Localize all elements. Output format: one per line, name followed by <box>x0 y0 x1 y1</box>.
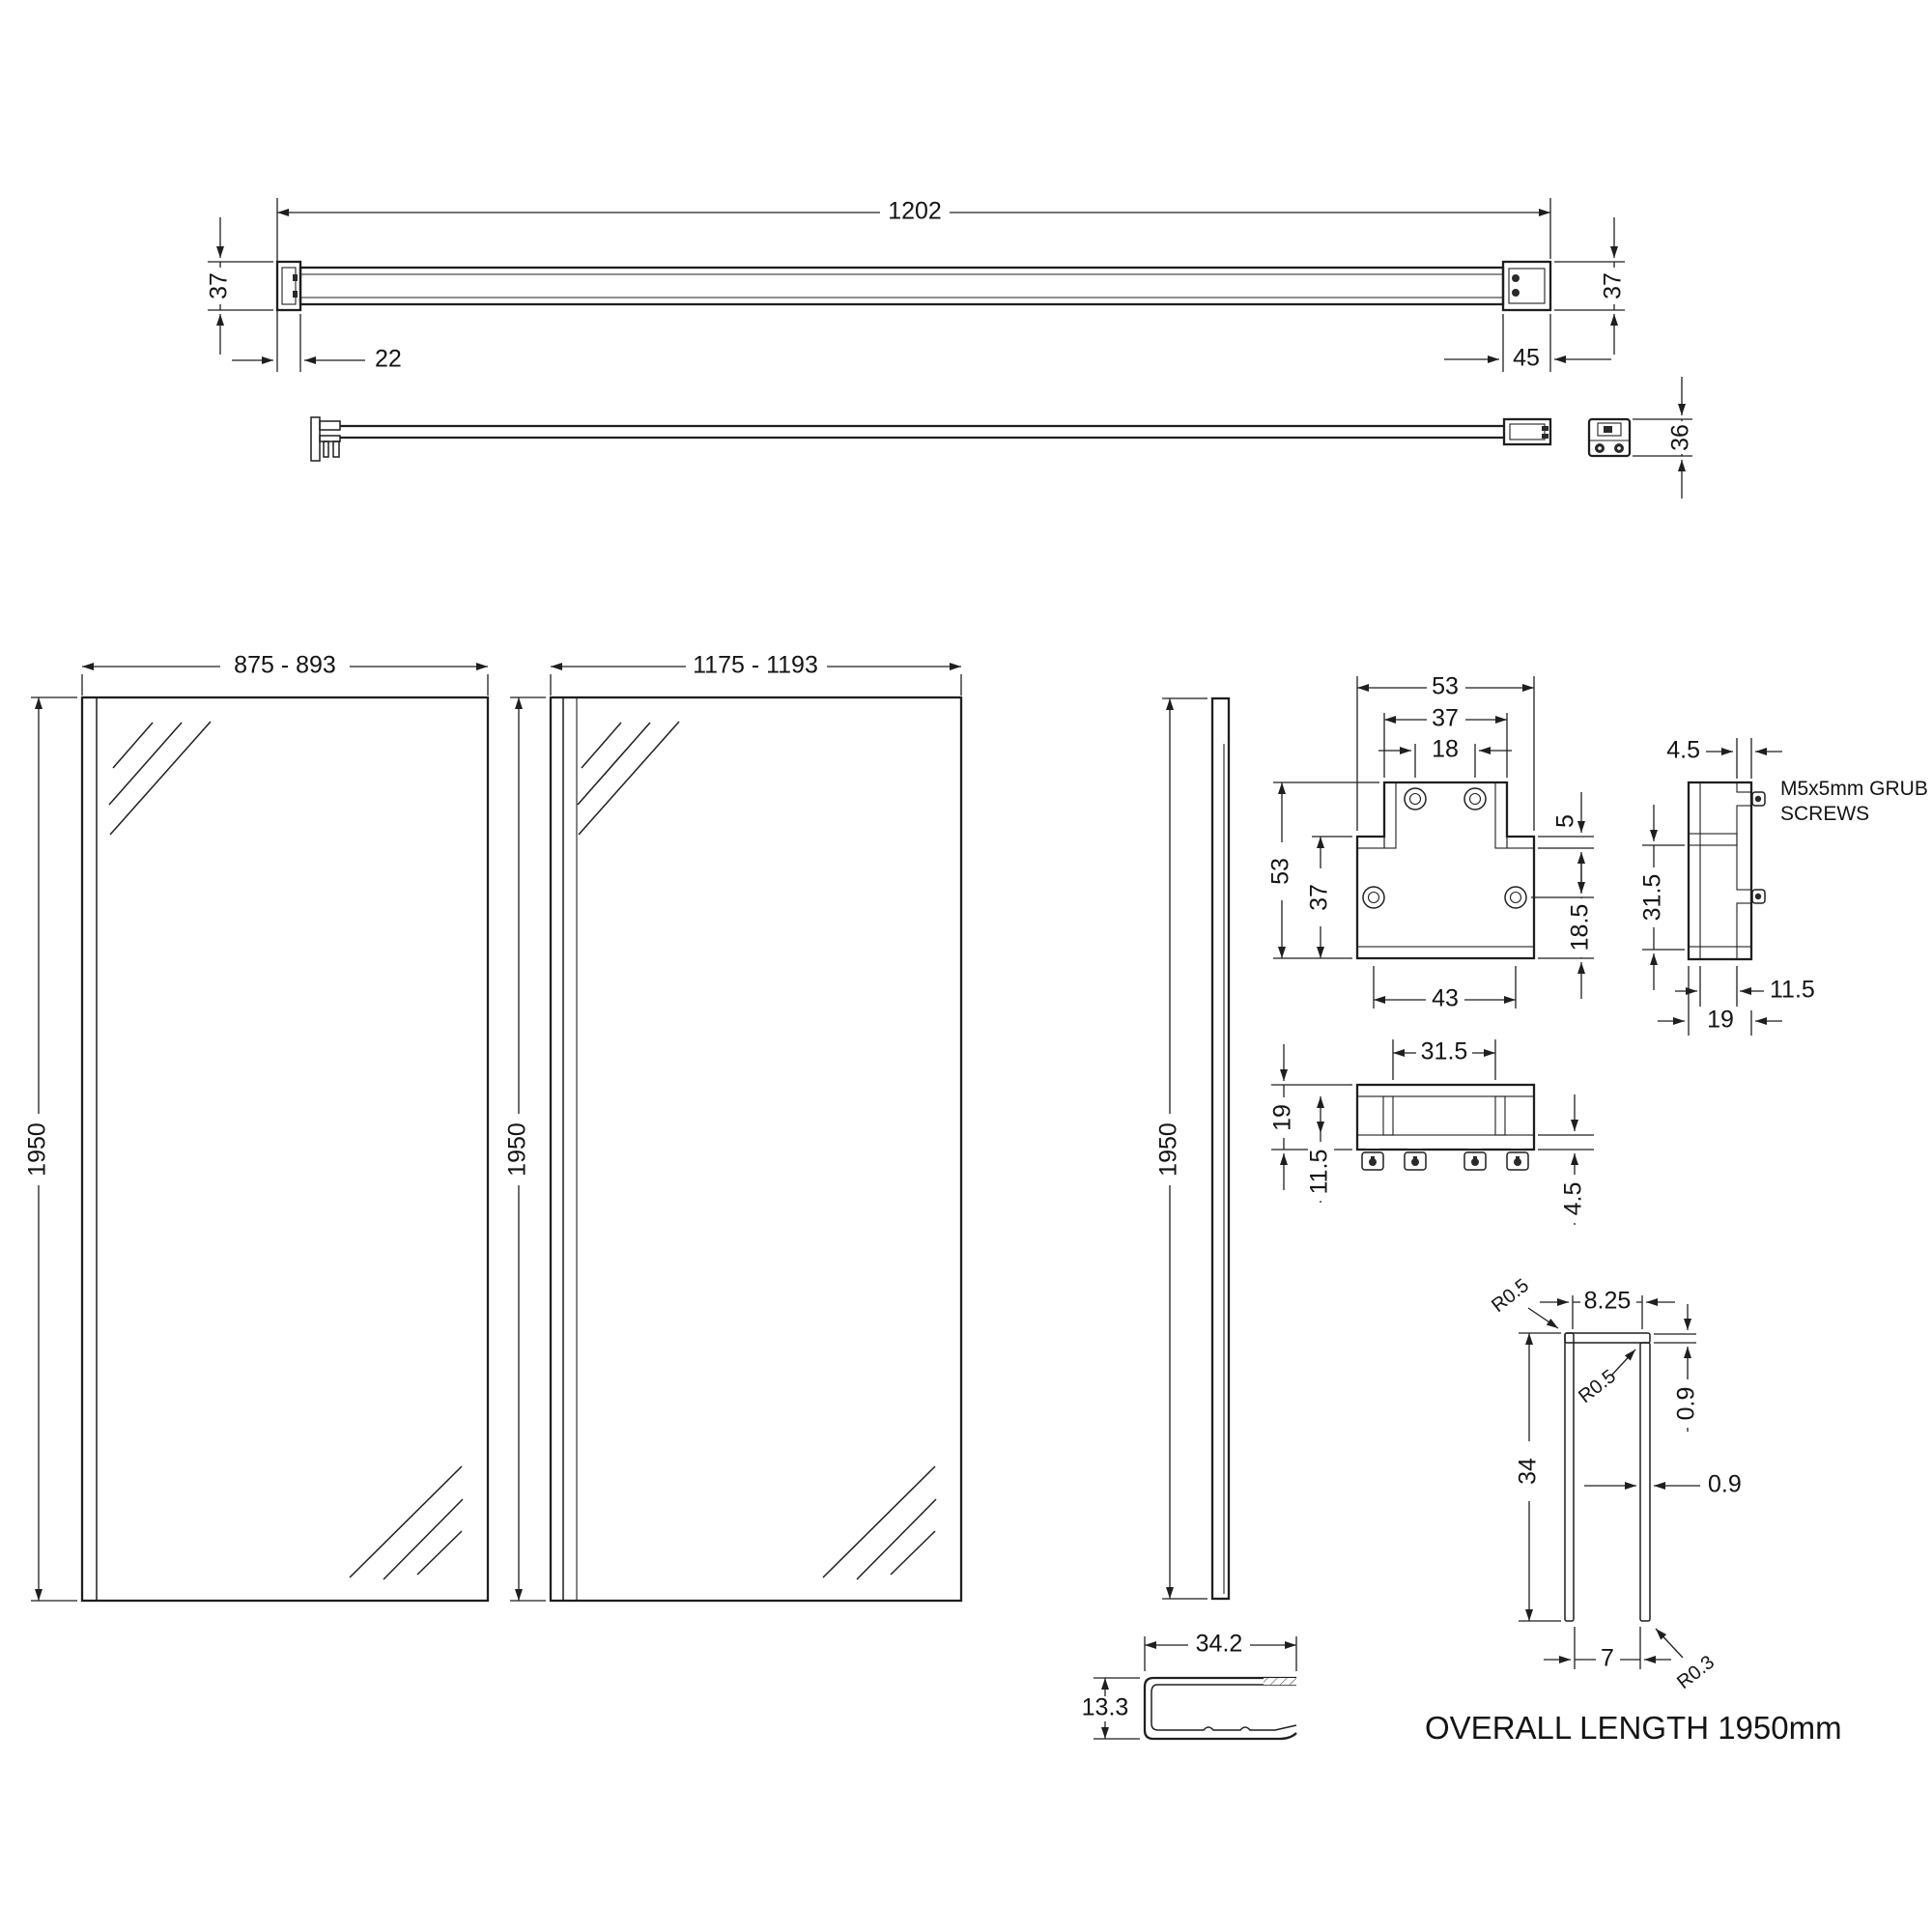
u-profile-section: 8.25 R0.5 R0.5 0.9 34 0.9 7 R0.3 <box>1488 1275 1742 1693</box>
dim-bracket-height: 36 <box>1667 424 1694 451</box>
glass-panel-small: 875 - 893 1950 <box>24 652 490 1603</box>
dim-profile-h-cavity-width: 31.5 <box>1421 1038 1468 1065</box>
dim-profile-bar-height: 1950 <box>1155 1122 1182 1177</box>
dim-u-top-thickness: 0.9 <box>1673 1387 1700 1421</box>
dim-panel-small-width: 875 - 893 <box>234 652 336 679</box>
dim-bracket-outer-width: 53 <box>1432 673 1459 700</box>
glass-hatch-top-left <box>577 721 680 836</box>
dim-bar-height-left: 37 <box>206 272 233 299</box>
dim-u-leg-thickness: 0.9 <box>1708 1471 1742 1498</box>
dim-seal-width: 34.2 <box>1196 1631 1243 1658</box>
dim-bar-height-right: 37 <box>1600 272 1627 299</box>
dim-profile-v-wall: 4.5 <box>1666 737 1700 764</box>
profile-section-horizontal: 31.5 19 11.5 4.5 <box>1269 1038 1594 1225</box>
glass-hatch-bottom-right <box>349 1465 464 1580</box>
grub-screws-note-line2: SCREWS <box>1780 803 1869 825</box>
overall-length-note: OVERALL LENGTH 1950mm <box>1425 1710 1842 1746</box>
dim-u-top-width: 8.25 <box>1584 1288 1632 1315</box>
dim-bracket-bottom-hole-offset: 18.5 <box>1567 904 1594 952</box>
dim-bracket-lip-height: 5 <box>1552 814 1579 828</box>
dim-bracket-top-hole-spacing: 18 <box>1432 736 1459 763</box>
dim-profile-v-width: 19 <box>1707 1007 1734 1034</box>
dim-u-opening-width: 7 <box>1601 1645 1614 1672</box>
grub-screws-row <box>1361 1151 1529 1171</box>
dim-profile-v-cavity-width: 11.5 <box>1770 977 1815 1004</box>
dim-profile-h-cavity-height: 11.5 <box>1306 1150 1333 1195</box>
dim-left-end-width: 22 <box>375 346 402 373</box>
bottom-screw-slots <box>1366 1136 1524 1149</box>
dim-panel-large-width: 1175 - 1193 <box>693 652 818 679</box>
grub-screws-note-line1: M5x5mm GRUB <box>1780 778 1928 800</box>
dim-bracket-bottom-hole-spacing: 43 <box>1432 985 1459 1012</box>
bracket-end-view <box>1587 417 1632 458</box>
glass-hatch-top-left <box>108 721 212 836</box>
wall-bracket-section: 53 37 18 53 37 5 18.5 <box>1267 673 1595 1013</box>
dim-bracket-inner-width: 37 <box>1432 705 1459 732</box>
wall-profile-bar: 1950 <box>1155 696 1231 1601</box>
seal-profile-section: 34.2 13.3 <box>1074 1631 1297 1741</box>
dim-bracket-body-height: 37 <box>1306 884 1333 911</box>
dim-bracket-outer-height: 53 <box>1267 858 1294 885</box>
dim-profile-h-height: 19 <box>1269 1104 1296 1131</box>
support-bar-side-view: 36 <box>310 377 1694 498</box>
dim-profile-v-cavity-height: 31.5 <box>1639 874 1666 922</box>
dim-right-end-width: 45 <box>1513 345 1540 372</box>
dim-bar-length: 1202 <box>888 198 942 225</box>
screw-holes <box>1362 787 1527 909</box>
grub-screw-top <box>1751 791 1766 807</box>
grub-screw-bottom <box>1751 889 1766 904</box>
dim-profile-h-wall: 4.5 <box>1560 1182 1587 1216</box>
glass-panel-large: 1175 - 1193 1950 <box>504 652 963 1603</box>
dim-seal-height: 13.3 <box>1082 1694 1129 1721</box>
glass-hatch-bottom-right <box>822 1465 937 1580</box>
profile-section-vertical: 4.5 M5x5mm GRUB SCREWS 31.5 11.5 19 <box>1639 737 1928 1036</box>
dim-u-leg-height: 34 <box>1515 1458 1542 1485</box>
dim-panel-small-height: 1950 <box>24 1122 51 1177</box>
support-bar-top-view: 1202 37 37 22 45 <box>206 198 1627 373</box>
dim-panel-large-height: 1950 <box>504 1122 531 1177</box>
